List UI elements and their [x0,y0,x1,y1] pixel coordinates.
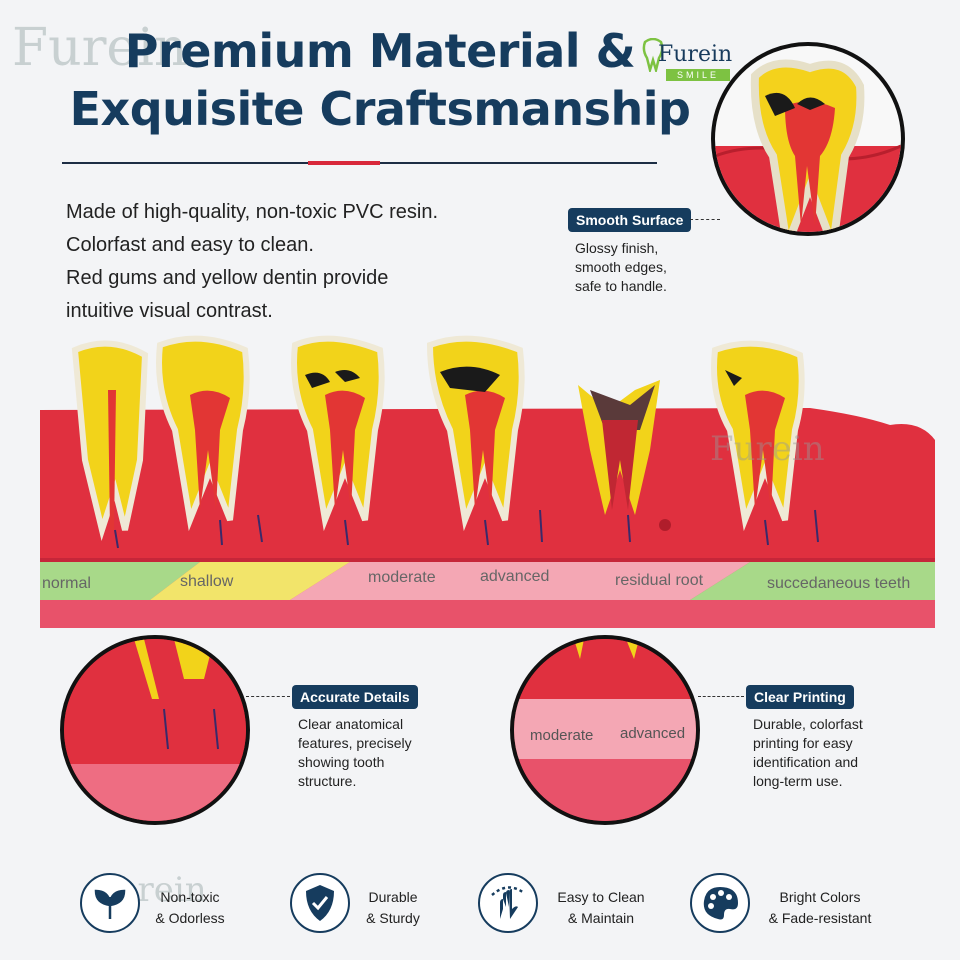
smooth-surface-description: Glossy finish, smooth edges, safe to han… [575,239,667,296]
brand-word: Furein [658,42,733,67]
watermark-logo: Furein [12,18,188,78]
tooth-residual-root [578,380,660,515]
band-moderate-advanced [290,562,750,600]
palette-icon [690,873,750,933]
tooth-closeup-image [715,59,901,232]
band-normal [40,562,200,600]
feature-easy-clean: Easy to Clean & Maintain [548,887,654,929]
model-watermark: Furein [710,429,825,469]
zoom-label-advanced: advanced [620,725,686,742]
feature-line: & Odorless [155,910,225,926]
intro-line: Colorfast and easy to clean. [66,234,314,256]
tooth-normal [71,340,149,541]
gum-base [40,408,935,590]
tooth-advanced [426,335,525,532]
intro-text: Made of high-quality, non-toxic PVC resi… [66,196,536,328]
title-divider-accent [308,161,380,165]
feature-line: Non-toxic [160,889,220,905]
clear-printing-leader [698,696,744,697]
stage-label-succedaneous: succedaneous teeth [767,575,911,592]
description-line: identification and [753,754,859,770]
feature-line: Durable [368,889,418,905]
stage-label-normal: normal [42,575,91,592]
stage-label-shallow: shallow [180,573,234,590]
title-line-2: Exquisite Craftsmanship [69,82,691,136]
description-line: features, precisely [298,735,412,751]
description-line: safe to handle. [575,278,667,294]
description-line: long-term use. [753,773,843,789]
zoom-label-moderate: moderate [530,727,594,744]
shield-check-icon [290,873,350,933]
feature-durable: Durable & Sturdy [348,887,438,929]
zoom-circle-smooth-surface [711,42,905,236]
band-succedaneous [690,562,935,600]
description-line: Glossy finish, [575,240,659,256]
feature-line: Bright Colors [779,889,861,905]
zoom-circle-clear-printing: moderate advanced [510,635,700,825]
description-line: structure. [298,773,357,789]
description-line: Durable, colorfast [753,716,863,732]
intro-line: intuitive visual contrast. [66,300,273,322]
smooth-surface-leader [690,219,720,220]
zoom-circle-accurate-details [60,635,250,825]
hand-wipe-icon [478,873,538,933]
clear-printing-description: Durable, colorfast printing for easy ide… [753,715,863,791]
tooth-logo-icon [642,38,664,72]
stage-label-moderate: moderate [368,569,436,586]
feature-line: Easy to Clean [557,889,645,905]
smooth-surface-badge: Smooth Surface [568,208,692,232]
description-line: showing tooth [298,754,385,770]
root-closeup-image [64,639,246,821]
caries-stage-model: Furein [40,335,935,628]
stage-label-advanced: advanced [480,568,550,585]
clear-printing-badge: Clear Printing [746,685,854,709]
feature-line: & Maintain [567,910,635,926]
feature-bright-colors: Bright Colors & Fade-resistant [764,887,876,929]
accurate-details-description: Clear anatomical features, precisely sho… [298,715,412,791]
tooth-succedaneous [711,340,805,532]
tooth-moderate [291,335,385,532]
description-line: printing for easy [753,735,853,751]
description-line: smooth edges, [575,259,667,275]
feature-non-toxic: Non-toxic & Odorless [140,887,240,929]
title-line-1: Premium Material & [124,24,636,78]
stage-label-residual-root: residual root [615,572,704,589]
feature-line: & Sturdy [366,910,420,926]
intro-line: Made of high-quality, non-toxic PVC resi… [66,201,439,223]
leaf-icon [80,873,140,933]
description-line: Clear anatomical [298,716,404,732]
brand-logo: Furein SMILE [642,36,742,82]
feature-line: & Fade-resistant [768,910,872,926]
intro-line: Red gums and yellow dentin provide [66,267,389,289]
band-shallow [150,562,350,600]
brand-tagline: SMILE [666,69,730,81]
page-title: Premium Material & Exquisite Craftsmansh… [50,22,710,138]
tooth-shallow [156,335,250,532]
accurate-details-badge: Accurate Details [292,685,418,709]
accurate-details-leader [246,696,290,697]
